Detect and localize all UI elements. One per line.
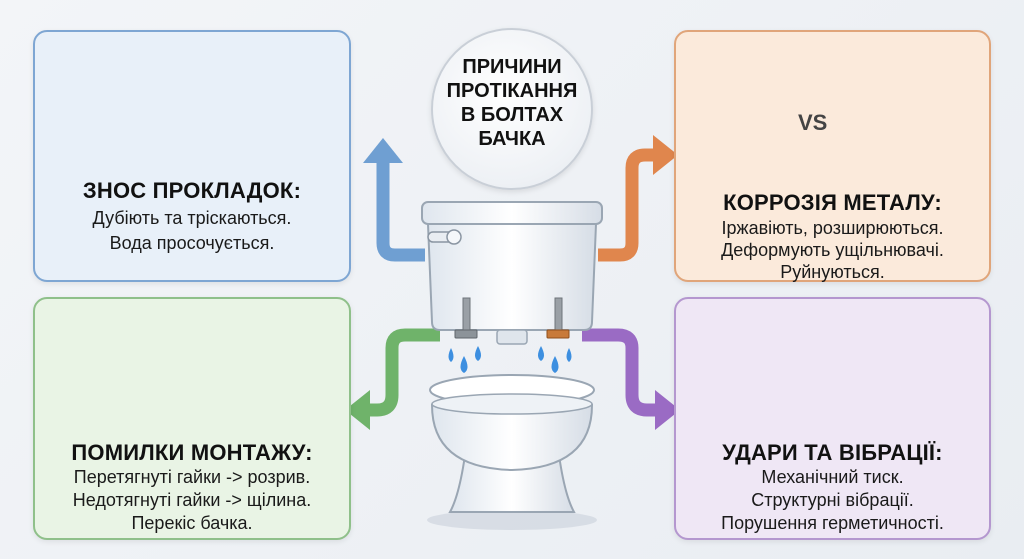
panel-gasket-title: ЗНОС ПРОКЛАДОК: [82,178,302,203]
panel-impact-line-3: Порушення герметичності. [721,513,944,533]
panel-impact-line-1: Механічний тиск. [761,467,904,487]
arrow-to-gasket [363,138,425,262]
panel-install-line-3: Перекіс бачка. [131,513,253,533]
toilet-illustration [421,201,603,530]
panel-impacts-vibrations: УДАРИ ТА ВІБРАЦІЇ: Механічний тиск. Стру… [674,297,991,540]
panel-corrosion-title: КОРРОЗІЯ МЕТАЛУ: [723,190,942,215]
center-title-line-3: В БОЛТАХ [460,104,564,126]
panel-corrosion-line-1: Іржавіють, розширюються. [721,218,944,238]
panel-installation-errors: ПОМИЛКИ МОНТАЖУ: Перетягнуті гайки -> ро… [33,297,351,540]
panel-impact-title: УДАРИ ТА ВІБРАЦІЇ: [722,440,943,465]
center-title-line-1: ПРИЧИНИ [462,56,562,78]
arrow-to-install [345,328,440,430]
center-title-circle: ПРИЧИНИ ПРОТІКАННЯ В БОЛТАХ БАЧКА [431,28,593,190]
arrow-to-corrosion [598,135,678,262]
panel-install-line-1: Перетягнуті гайки -> розрив. [73,467,311,487]
panel-metal-corrosion: VS КОРРОЗІЯ МЕТАЛУ: Іржавіють, розширюют… [674,30,991,282]
panel-impact-line-2: Структурні вібрації. [751,490,914,510]
panel-install-title: ПОМИЛКИ МОНТАЖУ: [71,440,313,465]
panel-corrosion-line-3: Руйнуються. [780,262,885,282]
arrow-to-impact [582,328,680,430]
panel-install-line-2: Недотягнуті гайки -> щілина. [72,490,312,510]
vs-label: VS [798,110,828,135]
center-title-line-4: БАЧКА [478,128,546,150]
panel-gasket-line-2: Вода просочується. [109,233,275,253]
panel-corrosion-line-2: Деформують ущільнювачі. [721,240,944,260]
panel-gasket-wear: ЗНОС ПРОКЛАДОК: Дубіють та тріскаються. … [33,30,351,282]
center-title-line-2: ПРОТІКАННЯ [446,80,578,102]
panel-gasket-line-1: Дубіють та тріскаються. [92,208,292,228]
